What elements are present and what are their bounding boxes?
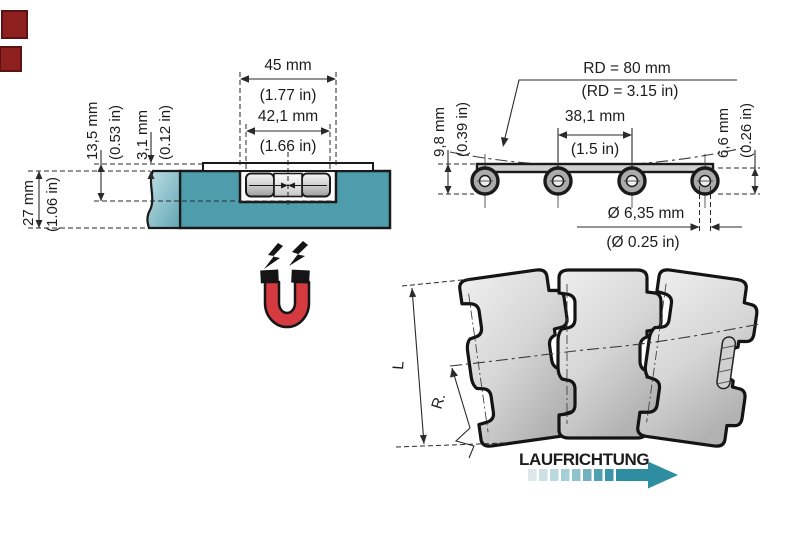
roller — [543, 154, 573, 208]
chain-rollers — [470, 154, 720, 208]
dim-rd-inch-label: (RD = 3.15 in) — [582, 83, 679, 100]
dim-pitch-mm-label: 38,1 mm — [565, 108, 625, 125]
dim-27mm-label: 27 mm — [20, 180, 37, 226]
roller — [470, 154, 500, 208]
dim-27mm-inch-label: (1.06 in) — [44, 177, 61, 232]
dimension-roller-diameter: 6,6 mm (0.26 in) — [715, 103, 760, 195]
dim-rd-mm-label: RD = 80 mm — [583, 60, 670, 77]
dim-6.6mm-inch-label: (0.26 in) — [738, 103, 755, 158]
dimension-backflex-radius: RD = 80 mm (RD = 3.15 in) — [501, 60, 737, 147]
dimension-pitch: 38,1 mm (1.5 in) — [557, 108, 633, 162]
side-view: RD = 80 mm (RD = 3.15 in) 38,1 mm (1.5 i… — [431, 60, 760, 251]
dimension-pin-diameter: Ø 6,35 mm (Ø 0.25 in) — [577, 186, 742, 251]
dim-L-label: L — [390, 360, 408, 370]
dimension-flex-radius: R. — [429, 367, 475, 459]
roller — [617, 154, 647, 208]
dim-45mm-inch-label: (1.77 in) — [260, 87, 317, 104]
dimension-width-outer: 45 mm (1.77 in) — [240, 57, 336, 104]
chain-centerline — [449, 323, 761, 367]
cross-section-view: 45 mm (1.77 in) 42,1 mm (1.66 in) 13,5 m… — [20, 57, 392, 232]
dimension-chain-width: L — [390, 278, 506, 448]
top-view: L R. LAUFRICHTUNG — [390, 268, 761, 489]
direction-label: LAUFRICHTUNG — [519, 450, 649, 469]
dim-45mm-label: 45 mm — [264, 57, 311, 74]
dim-pin-mm-label: Ø 6,35 mm — [608, 205, 685, 222]
dimension-total-height: 9,8 mm (0.39 in) — [431, 102, 478, 195]
roller — [690, 154, 720, 208]
track-break-section — [146, 169, 182, 230]
chain-plate-top — [636, 268, 759, 448]
magnet-icon — [260, 241, 311, 329]
lightning-icon — [289, 241, 308, 266]
dimension-plate-thickness: 3,1 mm (0.12 in) — [134, 105, 174, 184]
dim-42mm-label: 42,1 mm — [258, 108, 318, 125]
dim-R-label: R. — [429, 391, 450, 411]
direction-arrow-icon — [528, 461, 678, 489]
dim-42mm-inch-label: (1.66 in) — [260, 138, 317, 155]
dimension-link-height: 13,5 mm (0.53 in) — [84, 102, 124, 201]
dimension-track-height: 27 mm (1.06 in) — [20, 171, 61, 232]
pin-slot — [716, 336, 737, 390]
dim-9.8mm-label: 9,8 mm — [431, 107, 448, 157]
dim-3.1mm-inch-label: (0.12 in) — [157, 105, 174, 160]
dim-3.1mm-label: 3,1 mm — [134, 110, 151, 160]
dim-6.6mm-label: 6,6 mm — [715, 108, 732, 158]
dim-9.8mm-inch-label: (0.39 in) — [454, 102, 471, 157]
chain-plate-side — [475, 162, 715, 174]
dim-pin-inch-label: (Ø 0.25 in) — [606, 234, 679, 251]
corner-marker-icons — [0, 10, 28, 72]
dim-pitch-inch-label: (1.5 in) — [571, 141, 619, 158]
dim-13.5mm-label: 13,5 mm — [84, 102, 101, 160]
direction-indicator: LAUFRICHTUNG — [519, 450, 678, 489]
dimension-width-inner: 42,1 mm (1.66 in) — [246, 108, 330, 155]
dim-13.5mm-inch-label: (0.53 in) — [107, 105, 124, 160]
lightning-icon — [264, 243, 283, 269]
